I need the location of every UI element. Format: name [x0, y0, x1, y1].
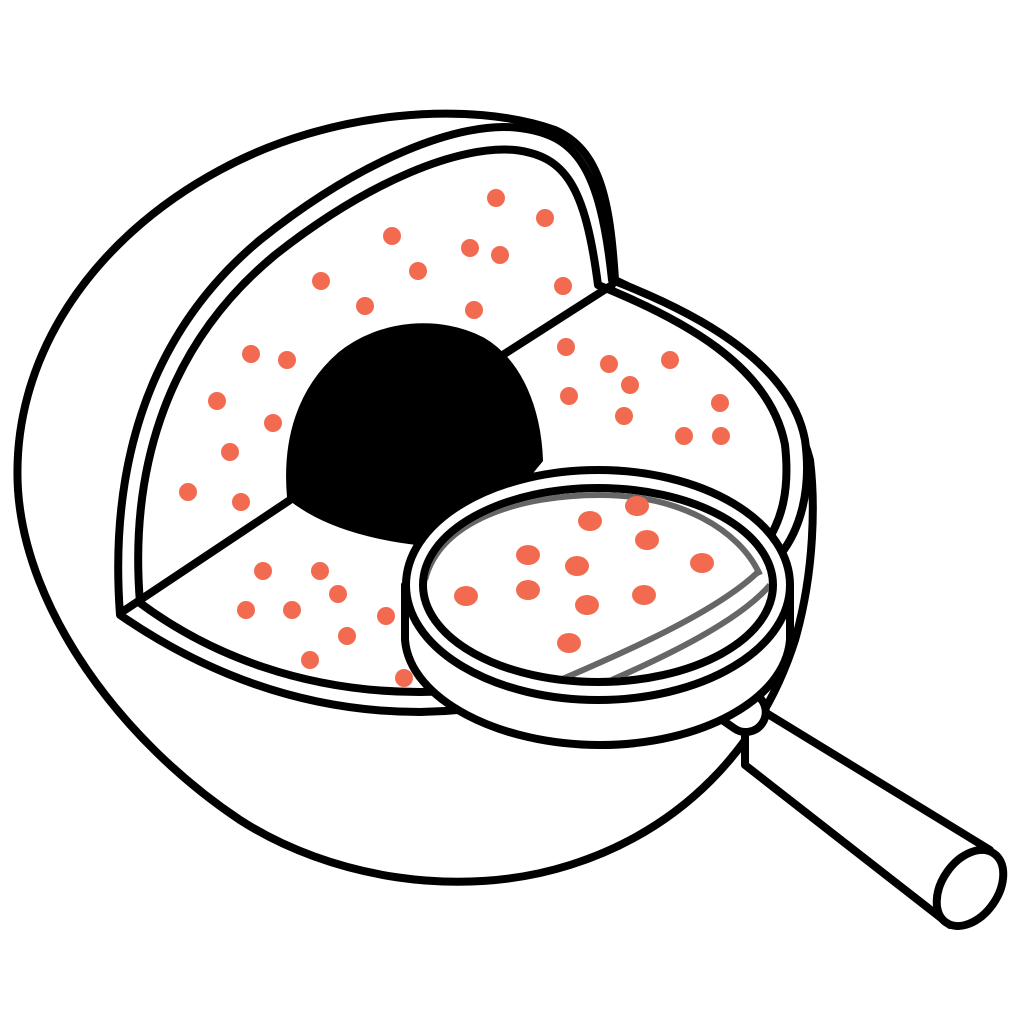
- lens-inner-line: [598, 583, 769, 678]
- particle-dot: [237, 601, 255, 619]
- cut-line-left: [118, 496, 294, 616]
- particle-dot: [465, 301, 483, 319]
- particle-dot: [395, 669, 413, 687]
- lens-particles-group: [454, 496, 714, 653]
- particle-dot: [621, 376, 639, 394]
- particle-dot: [377, 607, 395, 625]
- particle-dot: [264, 414, 282, 432]
- particle-dot: [565, 556, 589, 576]
- particle-dot: [311, 562, 329, 580]
- particle-dot: [338, 627, 356, 645]
- particle-dot: [615, 407, 633, 425]
- core-icon: [286, 323, 544, 549]
- particle-dot: [661, 351, 679, 369]
- handle-end-cap: [932, 846, 1008, 930]
- particle-dot: [283, 601, 301, 619]
- particles-group: [179, 189, 730, 687]
- particle-dot: [383, 227, 401, 245]
- particle-dot: [632, 585, 656, 605]
- particle-dot: [356, 297, 374, 315]
- particle-dot: [461, 239, 479, 257]
- lens-glass: [419, 484, 777, 686]
- particle-dot: [329, 585, 347, 603]
- particle-dot: [578, 511, 602, 531]
- particle-dot: [557, 633, 581, 653]
- particle-dot: [278, 351, 296, 369]
- particle-dot: [600, 355, 618, 373]
- particle-dot: [242, 345, 260, 363]
- particle-dot: [301, 651, 319, 669]
- particle-dot: [625, 496, 649, 516]
- lens-inner-line: [558, 567, 763, 678]
- particle-dot: [536, 209, 554, 227]
- particle-dot: [690, 553, 714, 573]
- lens-inner-line: [427, 492, 763, 581]
- particle-dot: [575, 595, 599, 615]
- particle-dot: [254, 562, 272, 580]
- particle-dot: [221, 443, 239, 461]
- particle-dot: [516, 545, 540, 565]
- particle-dot: [675, 427, 693, 445]
- particle-dot: [516, 580, 540, 600]
- particle-dot: [712, 427, 730, 445]
- particle-dot: [554, 277, 572, 295]
- particle-dot: [409, 262, 427, 280]
- particle-dot: [711, 394, 729, 412]
- particle-dot: [454, 586, 478, 606]
- particle-dot: [557, 338, 575, 356]
- particle-dot: [232, 493, 250, 511]
- particle-dot: [179, 483, 197, 501]
- particle-dot: [560, 387, 578, 405]
- magnifying-glass-icon: [401, 466, 1008, 930]
- particle-dot: [635, 530, 659, 550]
- particle-dot: [487, 189, 505, 207]
- particle-dot: [312, 272, 330, 290]
- cut-line-right: [494, 281, 616, 362]
- particle-dot: [491, 246, 509, 264]
- lens-magnified-view: [427, 492, 769, 678]
- particle-dot: [208, 392, 226, 410]
